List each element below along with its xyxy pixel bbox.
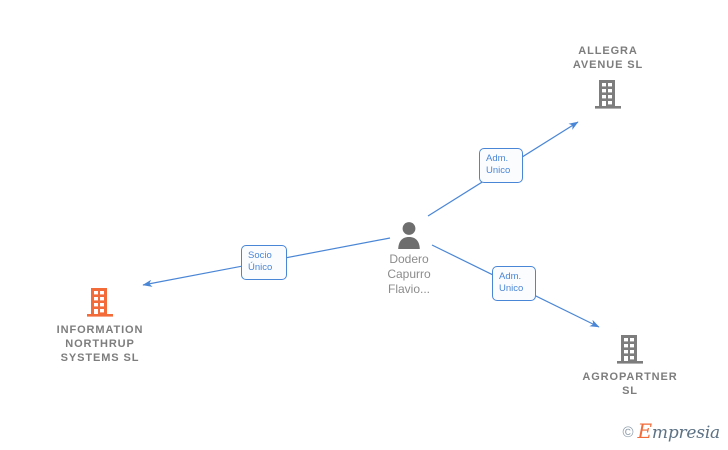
person-icon	[334, 220, 484, 250]
building-icon	[555, 333, 705, 365]
empresia-watermark: © Empresia	[622, 421, 721, 443]
copyright-icon: ©	[622, 424, 634, 441]
edge-label-adm-unico-allegra[interactable]: Adm. Unico	[479, 148, 523, 183]
node-information-northrup-systems-sl[interactable]: INFORMATION NORTHRUP SYSTEMS SL	[25, 286, 175, 365]
node-label-dodero-capurro-flavio: Dodero Capurro Flavio...	[387, 252, 431, 296]
edge-label-adm-unico-agropartner[interactable]: Adm. Unico	[492, 266, 536, 301]
edge-label-socio-unico-information[interactable]: Socio Único	[241, 245, 287, 280]
brand-name: Empresia	[638, 421, 721, 443]
building-icon	[25, 286, 175, 318]
node-dodero-capurro-flavio[interactable]: Dodero Capurro Flavio...	[334, 220, 484, 297]
brand-initial: E	[637, 419, 653, 443]
node-agropartner-sl[interactable]: AGROPARTNER SL	[555, 333, 705, 398]
node-label-agropartner-sl: AGROPARTNER SL	[582, 371, 678, 397]
brand-rest: mpresia	[651, 423, 720, 443]
node-label-information-northrup-systems-sl: INFORMATION NORTHRUP SYSTEMS SL	[56, 324, 144, 364]
node-label-allegra-avenue-sl: ALLEGRA AVENUE SL	[572, 45, 644, 71]
building-icon	[533, 72, 683, 110]
node-allegra-avenue-sl[interactable]: ALLEGRA AVENUE SL	[533, 44, 683, 110]
